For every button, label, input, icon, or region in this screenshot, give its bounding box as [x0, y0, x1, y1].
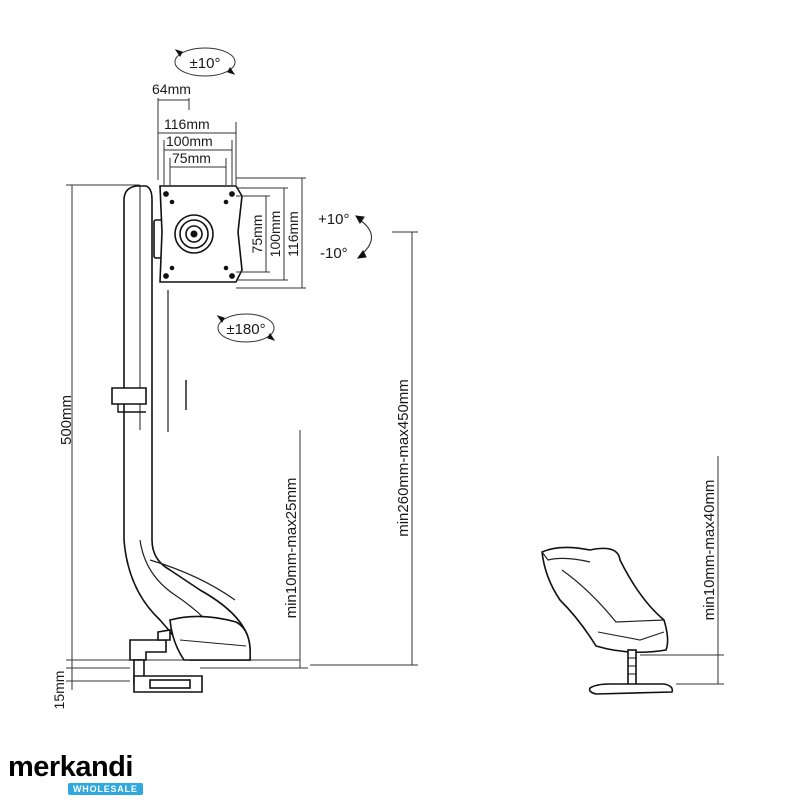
rotation-ellipse: [174, 47, 236, 77]
arrow-icon: [355, 215, 365, 224]
width-75-label: 75mm: [172, 150, 211, 166]
vesa-100-label: 100mm: [267, 211, 283, 258]
height-clip: [111, 387, 147, 405]
tilt-top-indicator: ±10°: [174, 47, 236, 77]
vesa-plate: [159, 185, 243, 283]
rotation-ellipse: [217, 313, 275, 343]
tilt-side-indicator: +10° -10°: [318, 211, 373, 262]
rotate-indicator: ±180°: [216, 313, 276, 343]
arrow-icon: [267, 333, 276, 341]
width-64-label: 64mm: [152, 81, 191, 97]
arrow-icon: [356, 250, 367, 259]
desk-range-left-dimension: min10mm-max25mm: [200, 430, 308, 669]
tilt-minus-label: -10°: [320, 245, 348, 262]
rotate-label: ±180°: [226, 321, 265, 338]
vesa-height-dimensions: 75mm 100mm 116mm: [236, 177, 306, 289]
tilt-plus-label: +10°: [318, 211, 349, 228]
width-100-label: 100mm: [166, 133, 213, 149]
arrow-icon: [174, 49, 183, 57]
stand-pole: [111, 185, 251, 661]
foot-body: [541, 546, 669, 654]
desk-clamp-left: [129, 615, 252, 693]
pole-body: [123, 185, 251, 661]
foot-detail-right: [541, 546, 674, 695]
base-foot: [169, 615, 252, 661]
tilt-top-label: ±10°: [190, 55, 221, 72]
width-116-label: 116mm: [164, 116, 210, 132]
clamp-upper: [129, 639, 167, 661]
vesa-75-label: 75mm: [249, 215, 265, 254]
height-500-dimension: 500mm: [58, 184, 300, 661]
screw-hole: [229, 191, 235, 197]
arrow-icon: [216, 315, 225, 323]
screw-hole: [229, 273, 235, 279]
foot-plate: [588, 683, 674, 695]
vesa-116-label: 116mm: [285, 211, 301, 257]
logo-brand: merkandi: [8, 751, 133, 783]
width-dimensions: 64mm 116mm 100mm 75mm: [152, 81, 237, 185]
base-15-label: 15mm: [51, 671, 67, 710]
base-15-dimension: 15mm: [51, 660, 130, 709]
height-500-label: 500mm: [58, 395, 75, 445]
arrow-icon: [227, 67, 236, 75]
screw-hole: [163, 273, 169, 279]
foot-screw: [627, 649, 637, 687]
desk-range-right-dimension: min10mm-max40mm: [640, 456, 724, 685]
desk-range-right-label: min10mm-max40mm: [701, 480, 718, 621]
tilt-arc: [359, 219, 373, 255]
logo-sub: WHOLESALE: [68, 783, 143, 795]
merkandi-logo: merkandi WHOLESALE: [8, 752, 143, 795]
screw-hole: [163, 191, 169, 197]
height-range-label: min260mm-max450mm: [395, 379, 412, 537]
height-range-dimension: min260mm-max450mm: [310, 231, 418, 666]
desk-range-left-label: min10mm-max25mm: [283, 478, 300, 619]
